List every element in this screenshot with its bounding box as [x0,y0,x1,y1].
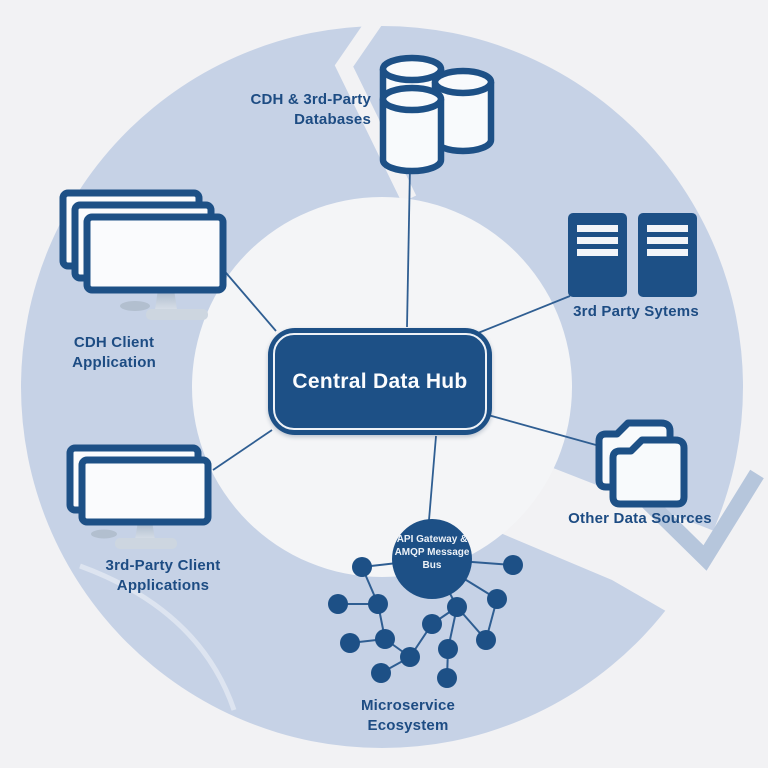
microservice-node [438,639,458,659]
hub-title: Central Data Hub [292,369,468,393]
databases-label-line1: CDH & 3rd-Party [250,91,371,108]
microservice-node [422,614,442,634]
ring-gap-bottom-right [498,466,768,640]
microservice-node [352,557,372,577]
connector-systems [477,295,571,334]
microservice-node [476,630,496,650]
microservice-ecosystem-label: Microservice Ecosystem [308,696,508,736]
microservice-node [503,555,523,575]
api-bus-label-line2: AMQP Message [394,547,470,558]
microservice-node [371,663,391,683]
folder-front [609,436,688,508]
monitor-front [78,456,212,526]
microservice-node [340,633,360,653]
ring-segment-seam [79,563,237,711]
databases-label: CDH & 3rd-Party Databases [151,90,371,130]
connector-microservices [428,435,437,521]
microservice-network [328,519,523,688]
third-party-clients-label-line1: 3rd-Party Client [105,557,221,574]
third-party-systems-label: 3rd Party Sytems [536,302,736,322]
microservice-node [328,594,348,614]
third-party-clients-label-line2: Applications [116,577,210,594]
third-party-monitors-icon [66,444,212,549]
api-bus-label-line1: API Gateway & [396,534,468,545]
connector-cdh-client [220,266,277,332]
api-bus-circle [392,519,472,599]
monitor-stand-shadow [120,301,150,311]
connector-third-party-clients [212,429,273,471]
hub-inner-border [273,333,487,430]
ring-arrowhead-chevron [642,469,764,571]
microservice-label-line2: Ecosystem [367,717,449,734]
microservice-node [447,597,467,617]
monitor-front [83,213,227,294]
server-towers-icon [568,213,697,297]
databases-icon [379,54,495,175]
monitor-stand-neck [135,521,155,540]
database-cylinder-front [379,84,445,175]
central-data-hub-box: Central Data Hub [268,328,492,435]
cdh-client-label-line1: CDH Client [73,334,155,351]
microservice-node [487,589,507,609]
folders-icon [595,419,688,508]
monitor-stand-shadow [91,529,117,539]
connector-sources [487,414,615,451]
third-party-systems-label-line1: 3rd Party Sytems [573,303,699,320]
monitor-stand-base [146,309,208,320]
third-party-clients-label: 3rd-Party Client Applications [63,556,263,596]
microservice-node [400,647,420,667]
cdh-client-label: CDH Client Application [34,333,194,373]
api-bus-label: API Gateway & AMQP Message Bus [377,533,487,572]
connector-lines [212,166,615,521]
other-data-sources-label-line1: Other Data Sources [568,510,712,527]
api-bus-label-line3: Bus [422,560,442,571]
databases-label-line2: Databases [294,111,371,128]
other-data-sources-label: Other Data Sources [530,509,750,529]
microservice-node [375,629,395,649]
microservice-node [368,594,388,614]
microservice-node [437,668,457,688]
microservice-nodes [328,555,523,688]
connector-databases [406,166,411,328]
server-vents [577,225,688,256]
microservice-label-line1: Microservice [360,697,456,714]
database-cylinder-right [431,67,495,155]
cdh-client-label-line2: Application [72,354,156,371]
cdh-client-monitors-icon [59,189,227,320]
monitor-stand-neck [155,289,177,310]
monitor-stand-base [115,538,177,549]
